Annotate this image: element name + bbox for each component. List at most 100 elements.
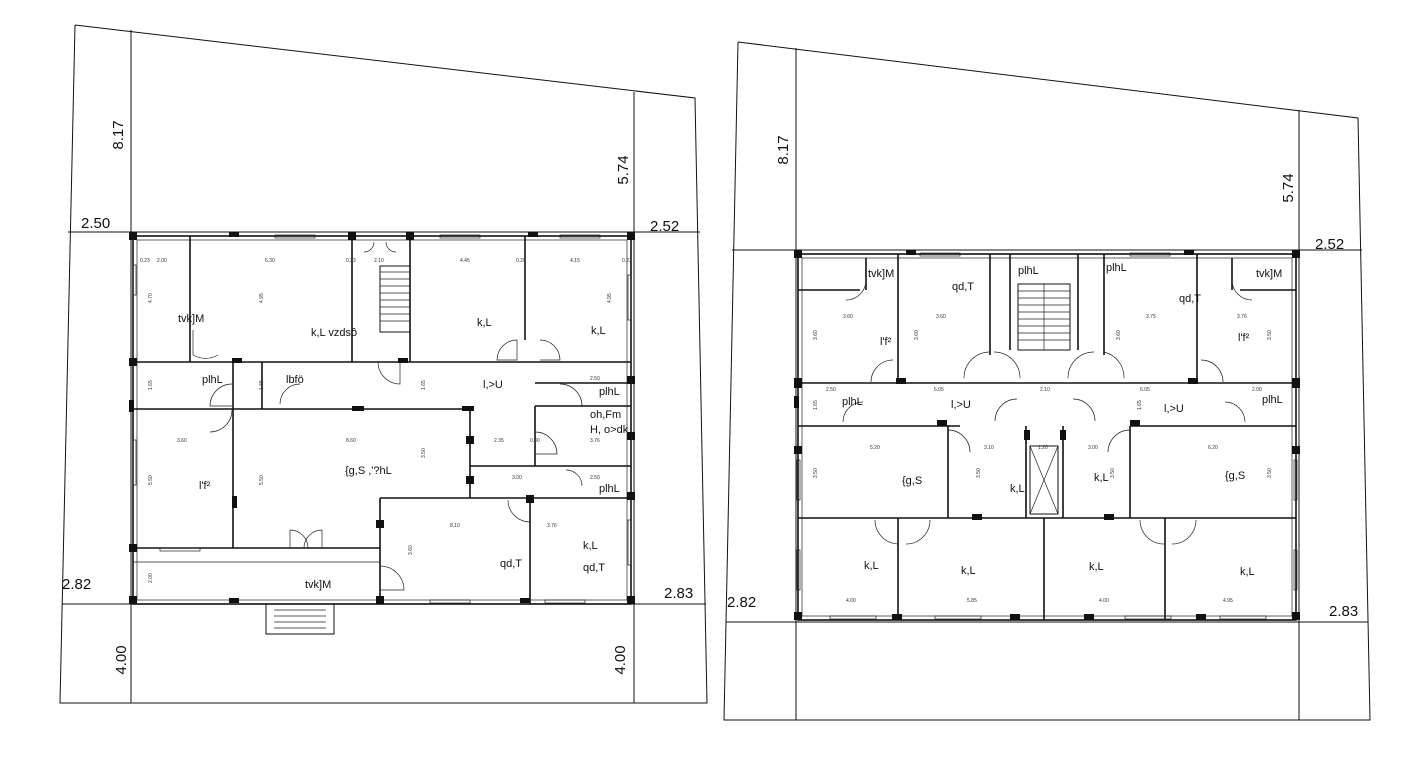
right-floor-plan: 8.17 5.74 2.52 2.82 2.83 tvk]M qd,T plhL… bbox=[723, 41, 1371, 721]
svg-text:2.50: 2.50 bbox=[826, 387, 836, 393]
right-outer-wall-inner bbox=[801, 257, 1293, 617]
svg-text:6.05: 6.05 bbox=[934, 387, 944, 393]
right-room-label: l,>U bbox=[951, 399, 971, 411]
svg-text:2.00: 2.00 bbox=[157, 258, 167, 264]
right-room-label: k,L bbox=[864, 560, 879, 572]
left-dim-se: 2.83 bbox=[664, 585, 693, 602]
left-door-swings bbox=[192, 241, 583, 591]
right-dim-east: 2.52 bbox=[1315, 236, 1344, 253]
left-site-boundary bbox=[59, 24, 708, 704]
svg-text:0.20: 0.20 bbox=[516, 258, 526, 264]
svg-text:3.60: 3.60 bbox=[914, 330, 920, 340]
right-room-label: l'f² bbox=[1238, 332, 1250, 344]
left-dim-sw: 2.82 bbox=[62, 576, 91, 593]
svg-text:3.10: 3.10 bbox=[984, 445, 994, 451]
svg-text:1.20: 1.20 bbox=[1038, 445, 1048, 451]
left-dim-east: 2.52 bbox=[650, 218, 679, 235]
right-staircase bbox=[1017, 283, 1071, 515]
right-door-swings bbox=[842, 279, 1253, 545]
svg-text:3.60: 3.60 bbox=[177, 438, 187, 444]
right-room-label: {g,S bbox=[1225, 470, 1245, 482]
left-room-label: qd,T bbox=[583, 562, 605, 574]
svg-text:3.75: 3.75 bbox=[1146, 314, 1156, 320]
left-room-label: lbfö bbox=[286, 374, 304, 386]
left-room-label: k,L bbox=[591, 325, 606, 337]
svg-text:2.35: 2.35 bbox=[494, 438, 504, 444]
svg-text:3.60: 3.60 bbox=[813, 330, 819, 340]
left-room-label: l,>U bbox=[483, 379, 503, 391]
svg-text:6.05: 6.05 bbox=[1140, 387, 1150, 393]
right-room-label: l,>U bbox=[1164, 403, 1184, 415]
svg-text:5.85: 5.85 bbox=[967, 598, 977, 604]
left-dim-west: 2.50 bbox=[81, 215, 110, 232]
right-room-label: plhL bbox=[1106, 262, 1127, 274]
svg-text:3.76: 3.76 bbox=[590, 438, 600, 444]
right-room-label: qd,T bbox=[1179, 293, 1201, 305]
svg-text:3.76: 3.76 bbox=[1237, 314, 1247, 320]
right-room-label: k,L bbox=[1240, 566, 1255, 578]
right-room-label: l'f² bbox=[880, 336, 892, 348]
left-room-label: tvk]M bbox=[305, 579, 331, 591]
right-outer-wall bbox=[797, 253, 1297, 621]
svg-text:8.60: 8.60 bbox=[346, 438, 356, 444]
left-dim-bottom-right: 4.00 bbox=[612, 645, 629, 674]
right-room-label: k,L bbox=[1094, 472, 1109, 484]
svg-text:2.00: 2.00 bbox=[148, 573, 154, 583]
left-room-label: plhL bbox=[599, 386, 620, 398]
left-room-label: tvk]M bbox=[178, 313, 204, 325]
right-site-boundary bbox=[723, 41, 1371, 721]
left-room-label: H, o>dk bbox=[590, 424, 629, 436]
svg-text:8.10: 8.10 bbox=[450, 523, 460, 529]
left-room-label: l'f² bbox=[199, 480, 211, 492]
svg-text:2.50: 2.50 bbox=[590, 376, 600, 382]
right-room-label: plhL bbox=[842, 396, 863, 408]
right-dim-top-left: 8.17 bbox=[775, 135, 792, 164]
svg-text:1.65: 1.65 bbox=[421, 380, 427, 390]
svg-text:4.15: 4.15 bbox=[570, 258, 580, 264]
svg-text:0.40: 0.40 bbox=[530, 438, 540, 444]
svg-text:4.95: 4.95 bbox=[607, 293, 613, 303]
right-interior-walls bbox=[798, 254, 1296, 620]
svg-text:3.50: 3.50 bbox=[1267, 330, 1273, 340]
svg-text:2.00: 2.00 bbox=[1252, 387, 1262, 393]
right-dim-top-right: 5.74 bbox=[1280, 173, 1297, 202]
left-dim-bottom-left: 4.00 bbox=[113, 645, 130, 674]
left-room-label: k,L bbox=[477, 317, 492, 329]
right-room-label: k,L bbox=[961, 565, 976, 577]
svg-text:3.50: 3.50 bbox=[1110, 468, 1116, 478]
svg-text:3.60: 3.60 bbox=[1116, 330, 1122, 340]
left-dim-top-right: 5.74 bbox=[615, 155, 632, 184]
right-windows bbox=[796, 252, 1298, 620]
right-dim-sw: 2.82 bbox=[727, 594, 756, 611]
svg-text:2.10: 2.10 bbox=[374, 258, 384, 264]
svg-text:5.20: 5.20 bbox=[870, 445, 880, 451]
right-columns bbox=[794, 250, 1300, 620]
svg-text:4.70: 4.70 bbox=[148, 293, 154, 303]
right-room-label: qd,T bbox=[952, 281, 974, 293]
svg-text:3.76: 3.76 bbox=[547, 523, 557, 529]
lift-shaft bbox=[1029, 445, 1059, 515]
left-room-label: plhL bbox=[202, 374, 223, 386]
svg-text:1.65: 1.65 bbox=[813, 400, 819, 410]
svg-text:1.65: 1.65 bbox=[259, 380, 265, 390]
svg-text:3.60: 3.60 bbox=[936, 314, 946, 320]
svg-text:3.60: 3.60 bbox=[843, 314, 853, 320]
svg-text:3.50: 3.50 bbox=[813, 468, 819, 478]
left-columns bbox=[129, 232, 635, 604]
right-room-label: k,L bbox=[1010, 483, 1025, 495]
svg-text:3.50: 3.50 bbox=[1267, 468, 1273, 478]
left-room-label: {g,S ,'?hL bbox=[345, 465, 392, 477]
svg-text:4.00: 4.00 bbox=[1099, 598, 1109, 604]
right-room-label: plhL bbox=[1262, 394, 1283, 406]
right-room-label: k,L bbox=[1089, 561, 1104, 573]
left-floor-plan: 8.17 5.74 2.50 2.52 2.82 2.83 4.00 4.00 … bbox=[59, 24, 708, 704]
left-room-label: qd,T bbox=[500, 558, 522, 570]
svg-text:0.23: 0.23 bbox=[140, 258, 150, 264]
svg-text:1.65: 1.65 bbox=[148, 380, 154, 390]
svg-text:0.23: 0.23 bbox=[622, 258, 632, 264]
svg-text:4.95: 4.95 bbox=[259, 293, 265, 303]
svg-text:3.00: 3.00 bbox=[1088, 445, 1098, 451]
left-staircase bbox=[265, 265, 411, 635]
svg-text:1.65: 1.65 bbox=[1137, 400, 1143, 410]
svg-text:2.50: 2.50 bbox=[590, 475, 600, 481]
